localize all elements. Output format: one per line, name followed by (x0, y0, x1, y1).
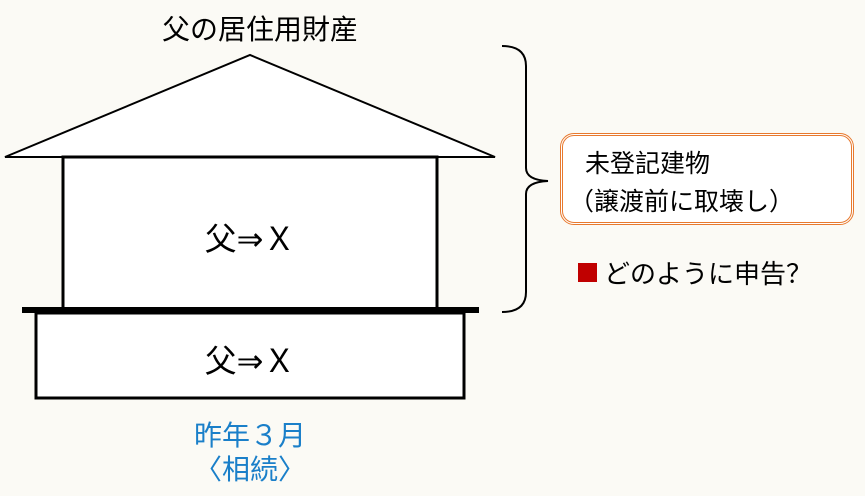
lower-floor-box (34, 311, 466, 400)
square-bullet-icon (578, 263, 597, 282)
question-text: どのように申告？ (604, 260, 813, 290)
event-type: 〈相続〉 (193, 453, 307, 486)
lower-floor-label: 父⇒Ｘ (204, 342, 296, 380)
upper-floor-label: 父⇒Ｘ (204, 220, 296, 258)
callout-line-2: （譲渡前に取壊し） (569, 187, 795, 216)
diagram-title: 父の居住用財産 (161, 13, 359, 46)
roof (4, 53, 496, 158)
upper-floor-box (61, 155, 439, 311)
callout-line-1: 未登記建物 (585, 149, 711, 178)
right-brace (501, 45, 549, 313)
callout-box: 未登記建物 （譲渡前に取壊し） (560, 133, 854, 225)
event-date: 昨年３月 (193, 419, 307, 452)
